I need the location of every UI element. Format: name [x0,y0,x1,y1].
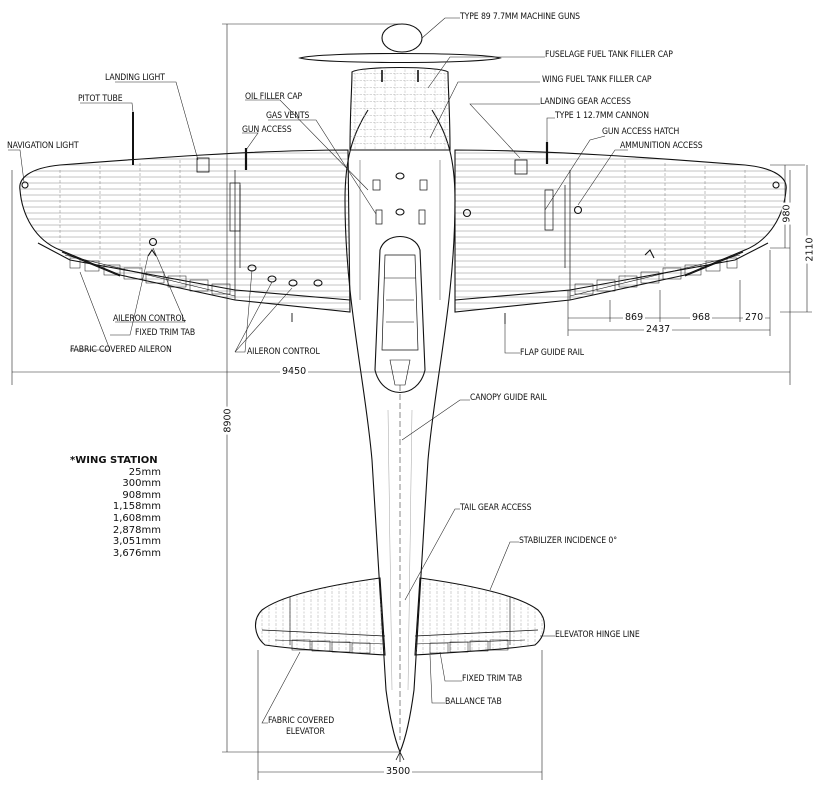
callout-cannon: TYPE 1 12.7mm CANNON [555,111,649,121]
callout-aileron-control-left: AILERON CONTROL [113,314,186,324]
dim-869: 869 [623,312,646,323]
callout-balance-tab: BALLANCE TAB [445,697,502,707]
callout-fuselage-fuel-cap: FUSELAGE FUEL TANK FILLER CAP [545,50,673,60]
callout-fabric-elevator-line2: ELEVATOR [286,727,325,737]
dim-tail-span: 3500 [384,766,413,777]
callout-tail-gear-access: TAIL GEAR ACCESS [460,503,532,513]
callout-fixed-trim-tab-wing: FIXED TRIM TAB [135,328,196,338]
callout-navigation-light: NAVIGATION LIGHT [7,141,79,151]
callout-gas-vents: GAS VENTS [266,111,310,121]
fuselage [298,23,502,762]
callout-fabric-elevator-line1: FABRIC COVERED [268,716,335,726]
callout-fixed-trim-tab-tail: FIXED TRIM TAB [462,674,523,684]
callout-landing-gear-access: LANDING GEAR ACCESS [540,97,631,107]
horizontal-stabilizer [255,577,545,656]
dim-span: 9450 [280,366,309,377]
wing-station-value: 25mm [128,466,161,478]
callout-aileron-control-center: AILERON CONTROL [247,347,320,357]
dim-980: 980 [781,202,793,225]
wing-station-title: *WING STATION [70,455,158,466]
left-wing [19,112,351,322]
callout-flap-guide-rail: FLAP GUIDE RAIL [520,348,584,358]
callout-canopy-guide-rail: CANOPY GUIDE RAIL [470,393,547,403]
right-wing [454,142,787,324]
dim-2110: 2110 [804,235,816,264]
wing-station-value: 2,878mm [112,524,161,536]
callout-stabilizer-incidence: STABILIZER INCIDENCE 0° [519,536,618,546]
callout-gun-access: GUN ACCESS [242,125,292,135]
callout-gun-access-hatch: GUN ACCESS HATCH [602,127,680,137]
wing-station-value: 300mm [122,478,161,490]
callout-ammunition-access: AMMUNITION ACCESS [620,141,703,151]
dim-270: 270 [743,312,766,323]
callout-wing-fuel-cap: WING FUEL TANK FILLER CAP [542,75,652,85]
callout-landing-light: LANDING LIGHT [105,73,165,83]
wing-station-list: *WING STATION 25mm 300mm 908mm 1,158mm 1… [70,455,190,559]
dim-2437: 2437 [644,324,673,335]
wing-station-value: 3,051mm [112,536,161,548]
dim-length: 8900 [222,406,234,435]
wing-station-value: 1,608mm [112,512,161,524]
dim-968: 968 [690,312,713,323]
callout-oil-filler-cap: OIL FILLER CAP [245,92,303,102]
callout-elevator-hinge-line: ELEVATOR HINGE LINE [555,630,640,640]
wing-station-value: 908mm [122,489,161,501]
callout-machine-guns: TYPE 89 7.7mm MACHINE GUNS [460,12,580,22]
wing-station-value: 1,158mm [112,501,161,513]
wing-station-value: 3,676mm [112,547,161,559]
callout-pitot-tube: PITOT TUBE [78,94,123,104]
callout-fabric-aileron: FABRIC COVERED AILERON [70,345,172,355]
